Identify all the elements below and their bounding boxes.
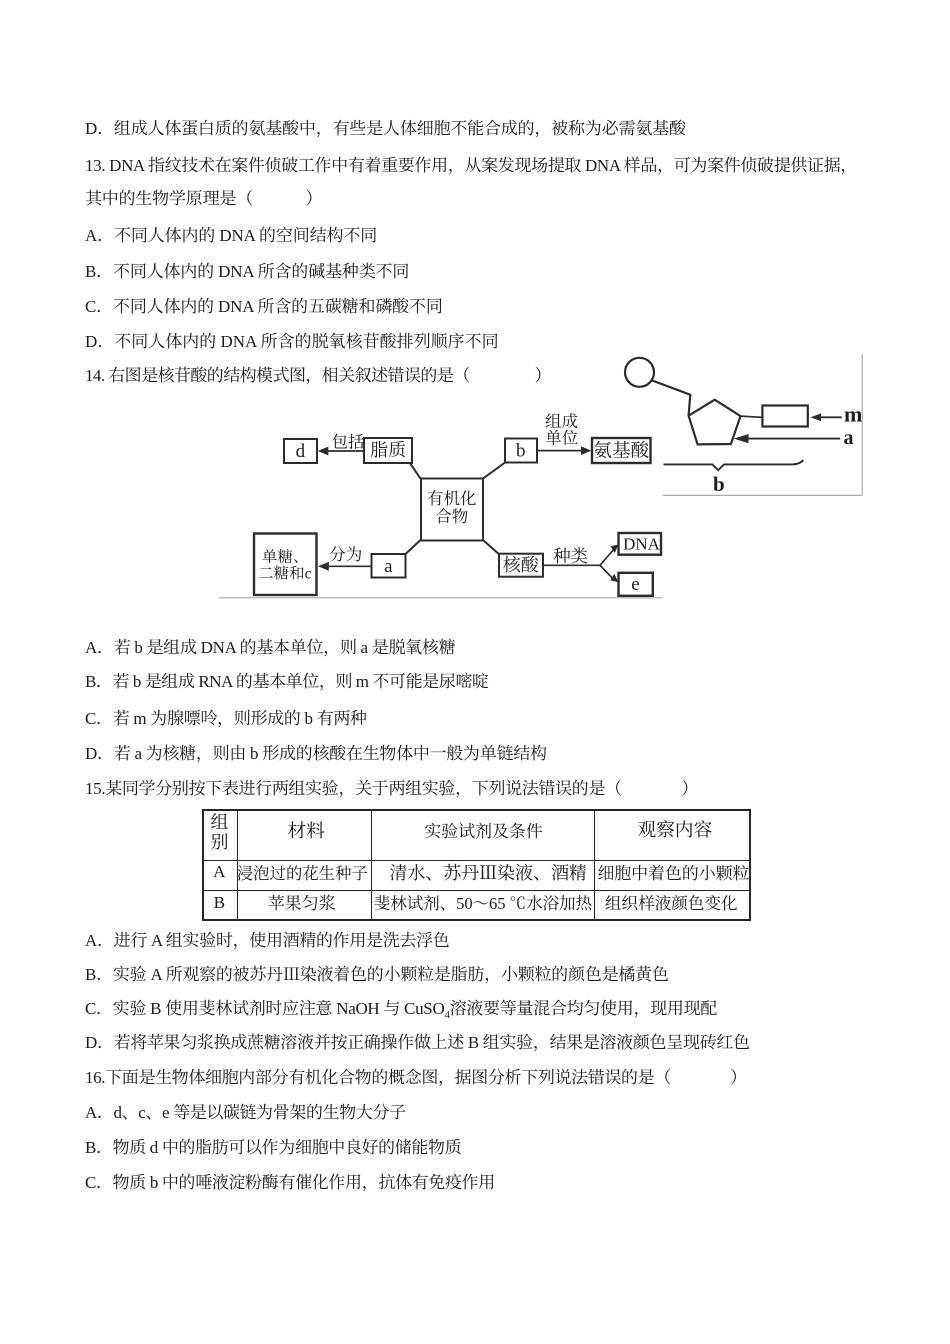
svg-text:d: d — [296, 441, 306, 462]
svg-text:合物: 合物 — [435, 507, 469, 526]
svg-text:有机化: 有机化 — [427, 489, 477, 508]
svg-text:单位: 单位 — [545, 429, 578, 448]
svg-text:脂质: 脂质 — [370, 440, 406, 460]
svg-text:分为: 分为 — [329, 545, 362, 564]
svg-text:单糖、: 单糖、 — [262, 548, 309, 566]
svg-text:二糖和c: 二糖和c — [258, 565, 312, 583]
svg-text:DNA: DNA — [623, 535, 661, 554]
svg-text:a: a — [844, 427, 854, 449]
svg-text:氨基酸: 氨基酸 — [594, 441, 650, 462]
svg-text:核酸: 核酸 — [503, 555, 539, 575]
svg-text:a: a — [384, 556, 393, 577]
svg-text:包括: 包括 — [332, 432, 365, 451]
svg-text:e: e — [631, 574, 639, 595]
svg-text:b: b — [516, 440, 526, 461]
svg-text:m: m — [844, 402, 862, 427]
svg-text:b: b — [713, 472, 725, 496]
svg-text:种类: 种类 — [553, 546, 588, 566]
svg-text:组成: 组成 — [545, 412, 578, 431]
